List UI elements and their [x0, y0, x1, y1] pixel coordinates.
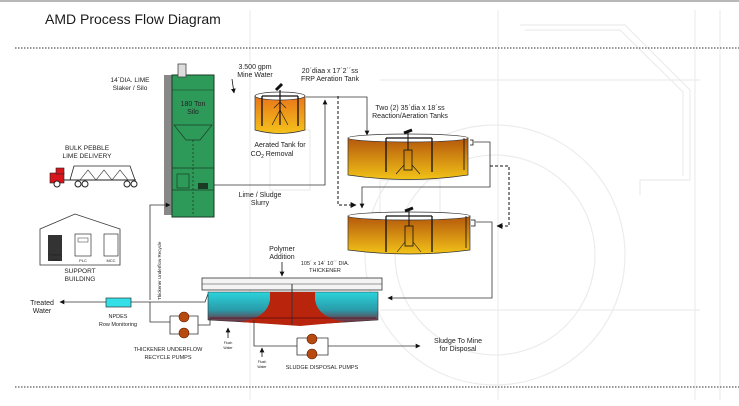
sludge-pumps-label: SLUDGE DISPOSAL PUMPS	[286, 365, 359, 371]
slurry-label-line2: Slurry	[251, 200, 270, 207]
pipe-underflow-recycle	[149, 202, 171, 300]
aerated-tank-label-line2: CO2 Removal	[251, 151, 294, 160]
slurry-label-line1: Lime / Sludge	[239, 192, 282, 199]
support-building-label-line2: BUILDING	[65, 276, 96, 283]
underflow-recycle-pump-1	[178, 311, 190, 323]
pipe-lime-dashed-reaction2	[490, 165, 510, 229]
reaction-tank-2	[347, 206, 476, 255]
bulk-lime-label-line1: BULK PEBBLE	[65, 145, 110, 152]
thickener	[201, 277, 383, 326]
treated-water-label-line1: Treated	[30, 300, 54, 307]
pipe-aerated-to-reaction1	[306, 96, 370, 136]
npdes-label-line1: NPDES	[109, 314, 128, 320]
mine-water-inlet-arrow	[231, 78, 236, 94]
aerated-tank	[254, 82, 306, 134]
polymer-feed-icon	[48, 235, 62, 261]
recycle-vertical-label: Thickener Underflow Recycle	[157, 241, 162, 300]
polymer-label-line1: Polymer	[269, 246, 295, 253]
pipe-reaction1-to-reaction2	[359, 141, 491, 209]
mcc-label: MCC	[106, 258, 115, 263]
pipe-reaction2-to-thickener	[387, 221, 493, 301]
support-building-label-line1: SUPPORT	[64, 268, 95, 275]
sludge-disposal-pump-2	[306, 348, 318, 360]
top-border	[0, 0, 739, 2]
mcc-panel-icon	[103, 233, 119, 257]
pipe-lime-slurry	[214, 99, 328, 186]
thickener-label: THICKENER	[309, 268, 341, 274]
frp-tank-size-label: 20´diaa x 17´2´´ss	[302, 68, 359, 75]
underflow-pumps-label-line2: RECYCLE PUMPS	[144, 355, 191, 361]
npdes-label-line2: Row Monitoring	[99, 322, 137, 328]
polymer-feed-label-line2: Feed	[51, 258, 59, 262]
sludge-disposal-pump-1	[306, 333, 318, 345]
lime-silo: 180 Ton Silo	[164, 63, 215, 218]
bulk-lime-label-line2: LIME DELIVERY	[62, 153, 112, 160]
sludge-to-mine-label-line2: for Disposal	[440, 346, 477, 353]
silo-desc-line1: 14´DIA. LIME	[110, 77, 150, 84]
flush-water-2-label-line1: Flush	[258, 360, 267, 364]
polymer-label-line2: Addition	[269, 254, 294, 261]
silo-label: Silo	[187, 109, 199, 116]
pipe-treated-water	[59, 293, 209, 305]
npdes-flow-monitor	[105, 297, 132, 308]
plc-panel-icon	[74, 233, 92, 257]
sludge-to-mine-label-line1: Sludge To Mine	[434, 338, 482, 345]
frp-tank-label: FRP Aeration Tank	[301, 76, 360, 83]
underflow-pumps-label-line1: THICKENER UNDERFLOW	[134, 347, 204, 353]
polymer-feed-label-line1: Polymer	[49, 253, 63, 257]
pipe-sludge-disposal-in	[253, 320, 297, 347]
silo-capacity-label: 180 Ton	[181, 101, 206, 108]
reaction-tanks-label: Reaction/Aeration Tanks	[372, 113, 448, 120]
flush-water-1-label-line1: Flush	[224, 341, 233, 345]
aerated-tank-label-line1: Aerated Tank for	[254, 142, 306, 149]
lime-truck-icon	[49, 165, 138, 188]
underflow-recycle-pump-2	[178, 327, 190, 339]
flush-water-2-label-line2: Water	[257, 365, 267, 369]
mine-water-label: Mine Water	[237, 72, 273, 79]
pipe-sludge-pumps-bypass	[296, 337, 329, 356]
mine-water-flow-label: 3.500 gpm	[238, 64, 271, 71]
support-building: Polymer Feed PLC MCC	[39, 213, 121, 266]
pipe-lime-dashed	[337, 96, 357, 208]
treated-water-label-line2: Water	[33, 308, 52, 315]
reaction-tanks-size-label: Two (2) 35´dia x 18´ss	[375, 105, 445, 112]
plc-label: PLC	[79, 258, 87, 263]
reaction-tank-1	[347, 128, 474, 180]
page-title: AMD Process Flow Diagram	[45, 11, 221, 27]
thickener-size-label: 105´ x 14´ 10´´ DIA.	[301, 261, 350, 267]
silo-desc-line2: Slaker / Silo	[113, 85, 148, 92]
flush-water-1-label-line2: Water	[223, 346, 233, 350]
